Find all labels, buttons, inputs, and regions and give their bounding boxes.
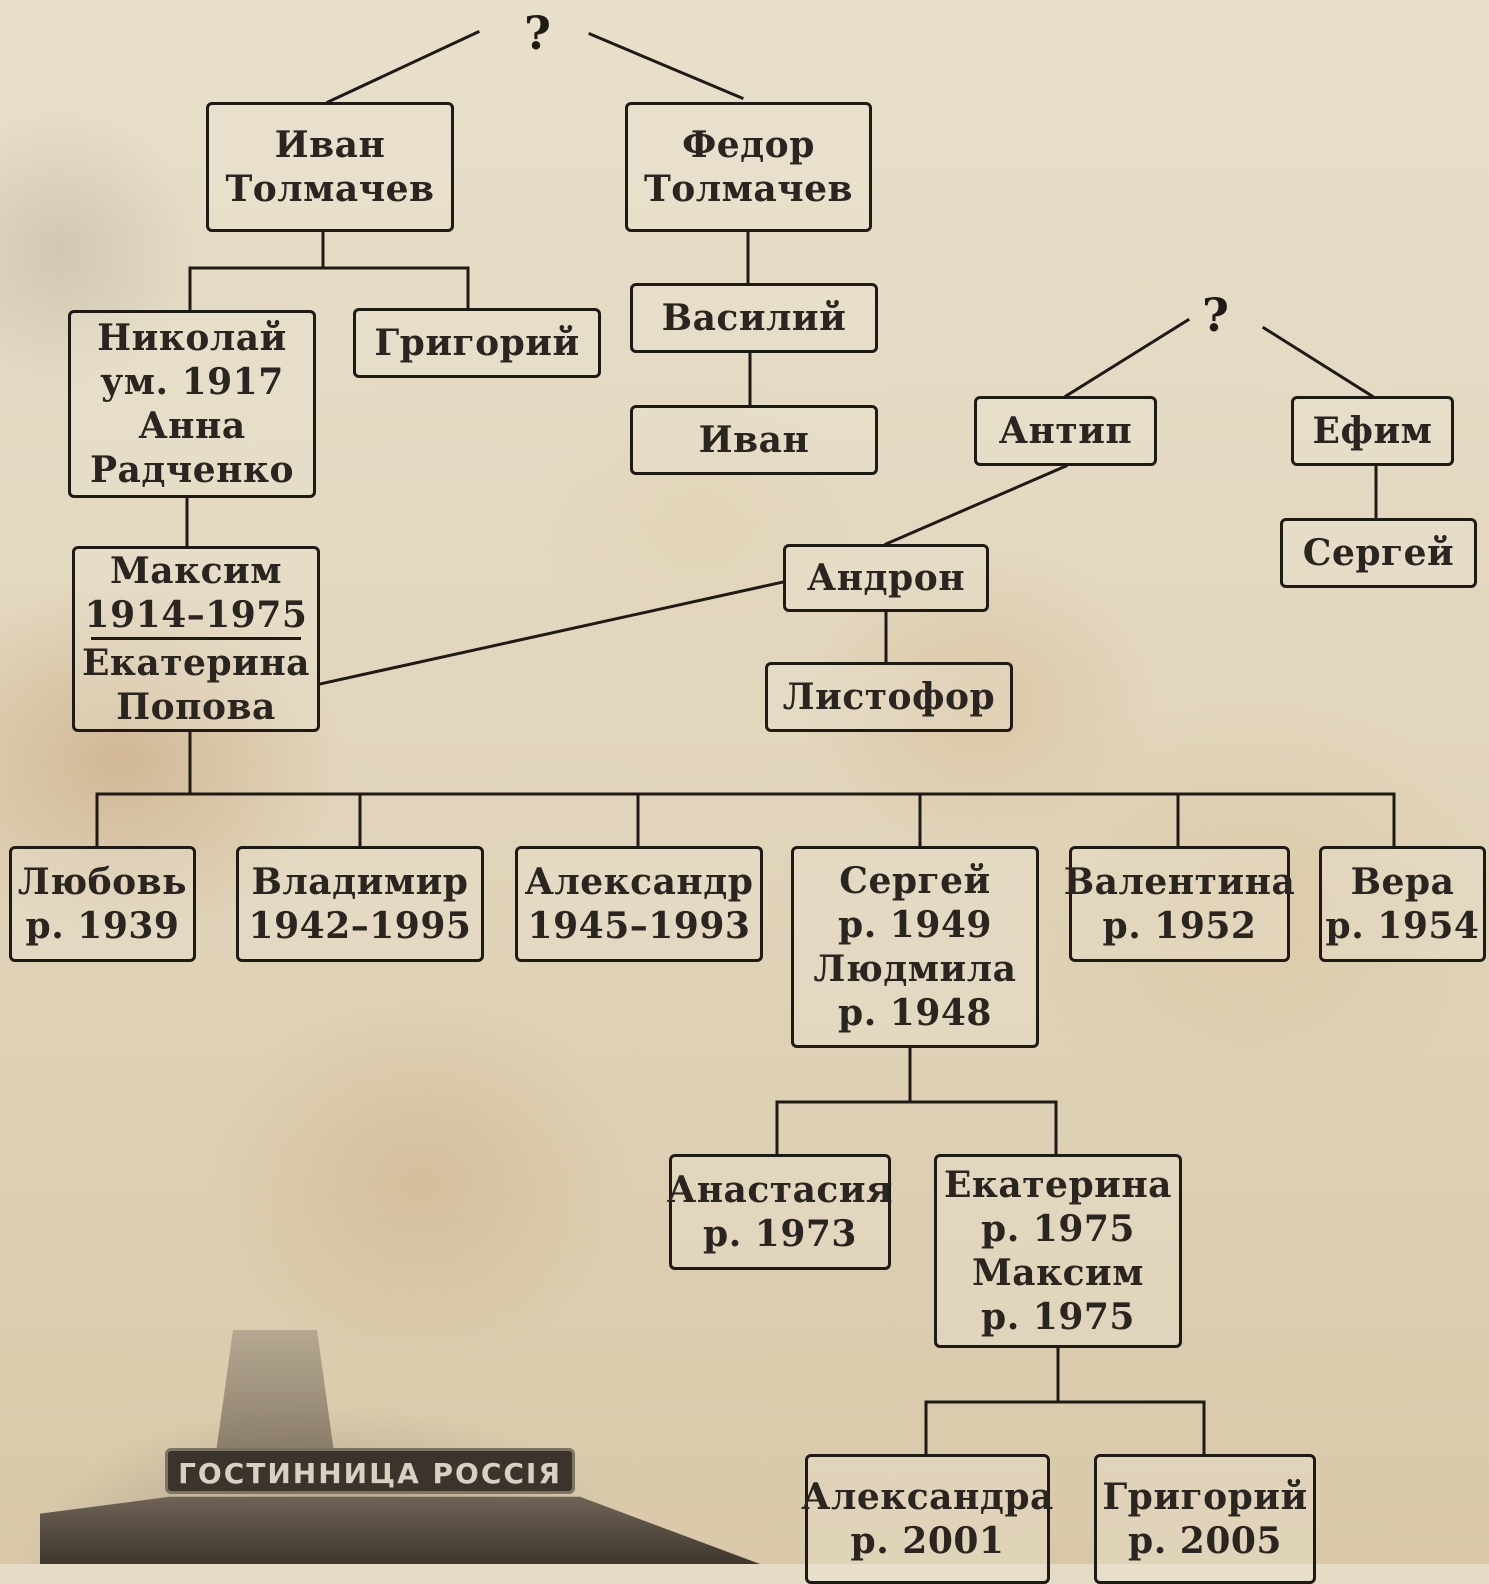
person-name-line: Антип (998, 410, 1133, 452)
person-sergey[interactable]: Сергей (1280, 518, 1477, 588)
person-name-line: р. 1973 (703, 1213, 857, 1255)
person-name-line: Григорий (374, 322, 580, 364)
connector (924, 1400, 1206, 1456)
person-name-line: ум. 1917 (100, 361, 284, 403)
unknown-ancestor-mark: ? (524, 6, 551, 60)
connector (1261, 325, 1375, 399)
unknown-ancestor-mark: ? (1202, 288, 1229, 342)
connector (318, 580, 785, 686)
person-listofor[interactable]: Листофор (765, 662, 1013, 732)
person-name-line: Попова (116, 686, 276, 728)
person-name-line: Анастасия (666, 1169, 894, 1211)
person-name-line: р. 1949 (838, 904, 992, 946)
person-name-line: Сергей (839, 860, 991, 902)
person-grigory[interactable]: Григорий (353, 308, 601, 378)
person-name-line: Василий (661, 297, 847, 339)
spouse-divider (91, 637, 301, 640)
person-name-line: Ефим (1312, 410, 1433, 452)
person-name-line: Толмачев (225, 168, 435, 210)
person-name-line: Максим (109, 550, 283, 592)
person-name-line: Иван (274, 124, 386, 166)
person-name-line: Анна (138, 405, 246, 447)
person-name-line: Андрон (806, 557, 966, 599)
person-name-line: Вера (1350, 861, 1455, 903)
person-name-line: р. 1954 (1325, 905, 1480, 947)
connector (1063, 317, 1191, 399)
person-name-line: Екатерина (81, 642, 311, 684)
person-name-line: р. 1948 (838, 992, 992, 1034)
person-name-line: 1942–1995 (248, 905, 472, 947)
person-name-line: Николай (97, 317, 287, 359)
connector (95, 792, 1396, 848)
person-name-line: Толмачев (643, 168, 854, 210)
connector (188, 266, 470, 312)
person-name-line: р. 2005 (1128, 1520, 1282, 1562)
person-name-line: р. 1952 (1102, 905, 1257, 947)
connector (588, 32, 744, 100)
person-name-line: 1945–1993 (527, 905, 751, 947)
photo-roof (215, 1330, 335, 1460)
person-name-line: Людмила (813, 948, 1017, 990)
person-maxim-ekaterina[interactable]: Максим 1914–1975 Екатерина Попова (72, 546, 320, 732)
person-vasily[interactable]: Василий (630, 283, 878, 353)
person-efim[interactable]: Ефим (1291, 396, 1454, 466)
person-name-line: Александр (524, 861, 754, 903)
person-name-line: Валентина (1063, 861, 1296, 903)
connector (775, 1100, 1058, 1156)
person-name-line: Екатерина (943, 1164, 1173, 1206)
person-name-line: Федор (682, 124, 815, 166)
person-name-line: Листофор (782, 676, 996, 718)
person-name-line: Иван (698, 419, 810, 461)
person-name-line: Александра (801, 1476, 1054, 1518)
person-name-line: р. 1975 (981, 1208, 1135, 1250)
connector (326, 30, 480, 104)
person-name-line: Любовь (17, 861, 188, 903)
person-name-line: 1914–1975 (84, 594, 308, 636)
connector (884, 464, 1068, 546)
person-name-line: Максим (971, 1252, 1145, 1294)
person-name-line: Григорий (1102, 1476, 1308, 1518)
person-andron[interactable]: Андрон (783, 544, 989, 612)
person-name-line: Владимир (251, 861, 469, 903)
hotel-photo: ГОСТИННИЦА РОССІЯ (0, 1330, 760, 1564)
person-name-line: Радченко (89, 449, 294, 491)
hotel-sign: ГОСТИННИЦА РОССІЯ (165, 1448, 575, 1494)
person-ivan[interactable]: Иван (630, 405, 878, 475)
person-name-line: р. 1939 (25, 905, 180, 947)
person-name-line: р. 2001 (850, 1520, 1005, 1562)
person-name-line: р. 1975 (981, 1296, 1135, 1338)
person-antip[interactable]: Антип (974, 396, 1157, 466)
person-name-line: Сергей (1302, 532, 1455, 574)
